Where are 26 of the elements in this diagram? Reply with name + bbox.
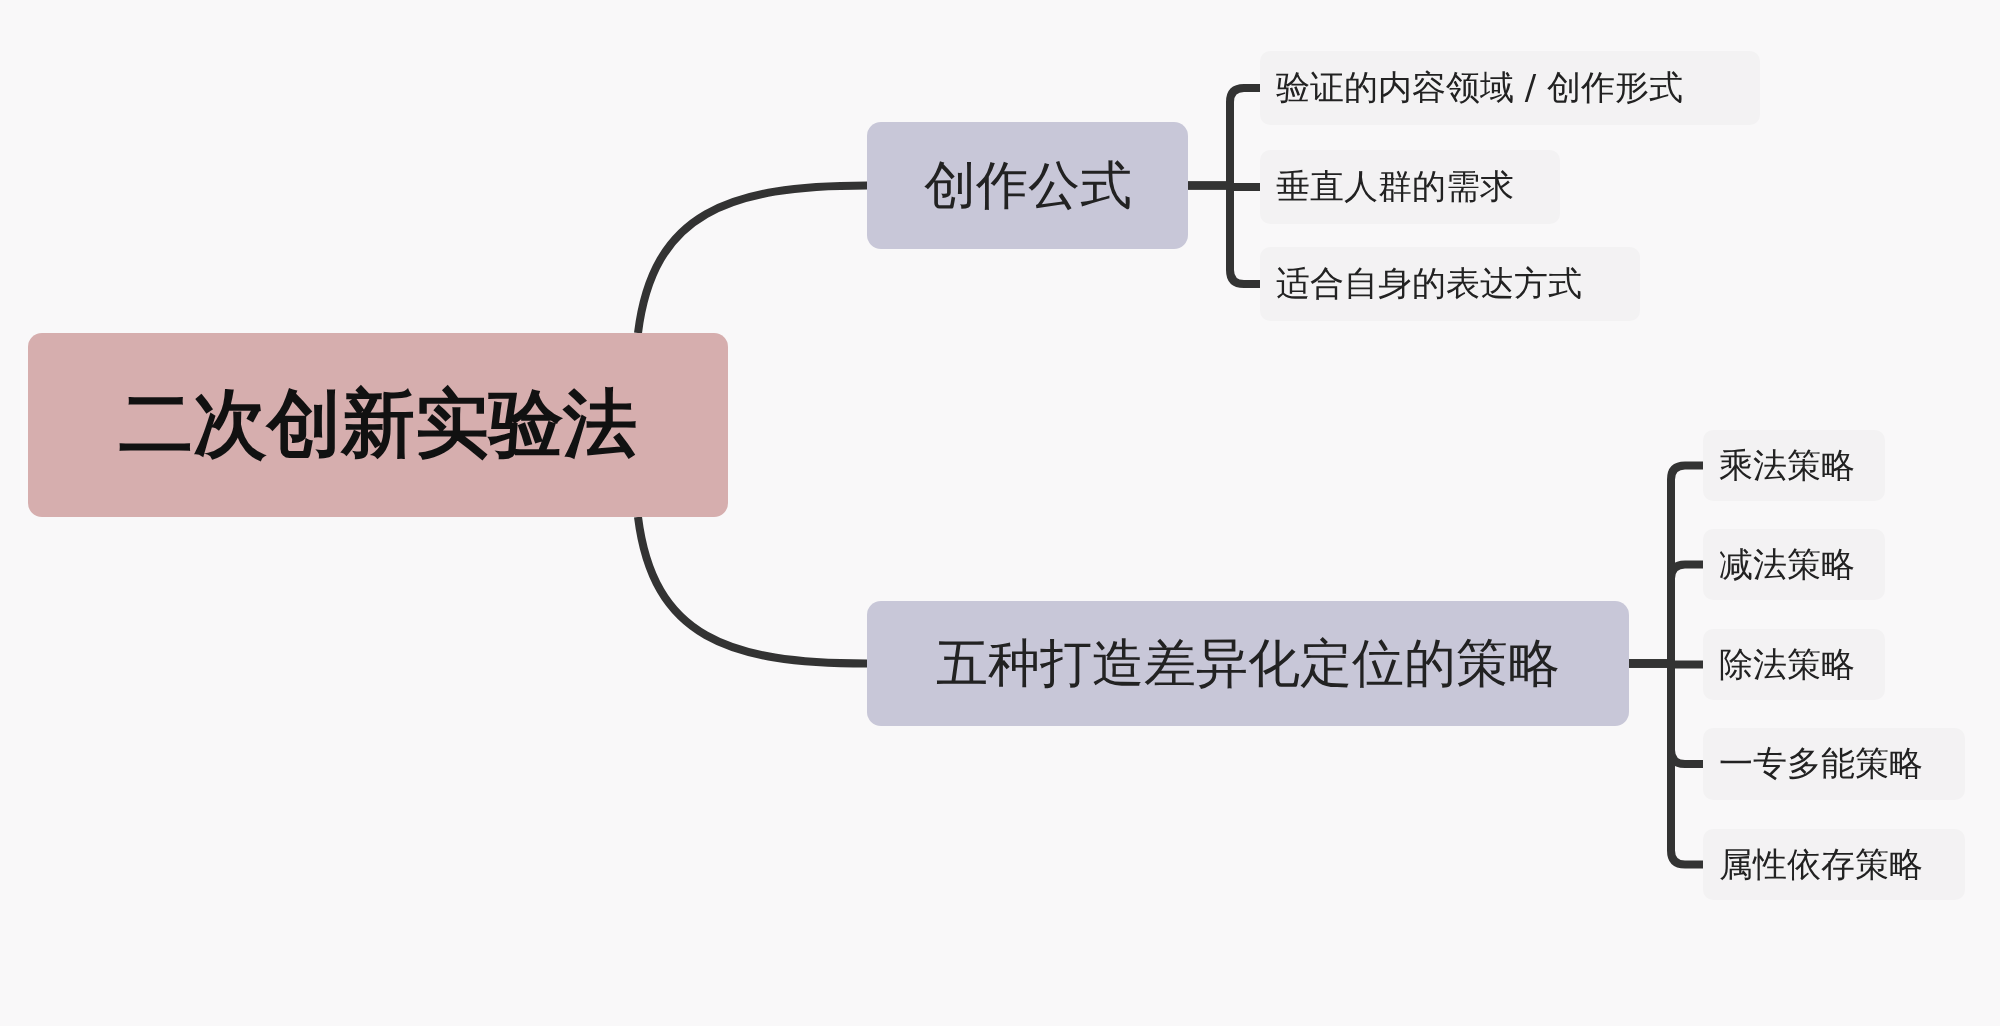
subtopic-box bbox=[1703, 829, 1965, 900]
connector-line bbox=[634, 181, 868, 334]
subtopic-box bbox=[1703, 629, 1885, 700]
topic-text: 适合自身的表达方式 bbox=[1276, 262, 1582, 305]
connector-line bbox=[1188, 181, 1260, 288]
topic-text: 属性依存策略 bbox=[1719, 842, 1923, 886]
topic-text: 一专多能策略 bbox=[1719, 742, 1923, 785]
subtopic-box bbox=[1260, 247, 1640, 321]
topic-text: 创作公式 bbox=[923, 153, 1132, 217]
branch-topic-box bbox=[867, 122, 1188, 249]
subtopic-box bbox=[1703, 728, 1965, 800]
topic-text: 二次创新实验法 bbox=[119, 379, 637, 468]
subtopic-box bbox=[1260, 51, 1760, 125]
connector-line bbox=[634, 516, 868, 668]
connector-line bbox=[1629, 659, 1703, 869]
subtopic-box bbox=[1703, 430, 1885, 501]
subtopic-box bbox=[1260, 150, 1560, 224]
topic-text: 五种打造差异化定位的策略 bbox=[936, 631, 1560, 695]
topic-text: 垂直人群的需求 bbox=[1276, 165, 1514, 208]
topic-text: 减法策略 bbox=[1719, 542, 1855, 586]
root-topic-box bbox=[28, 333, 728, 517]
topic-text: 除法策略 bbox=[1719, 642, 1855, 686]
branch-topic-box bbox=[867, 601, 1629, 726]
topic-text: 乘法策略 bbox=[1719, 443, 1855, 487]
subtopic-box bbox=[1703, 529, 1885, 600]
topic-text: 验证的内容领域 / 创作形式 bbox=[1276, 66, 1684, 109]
